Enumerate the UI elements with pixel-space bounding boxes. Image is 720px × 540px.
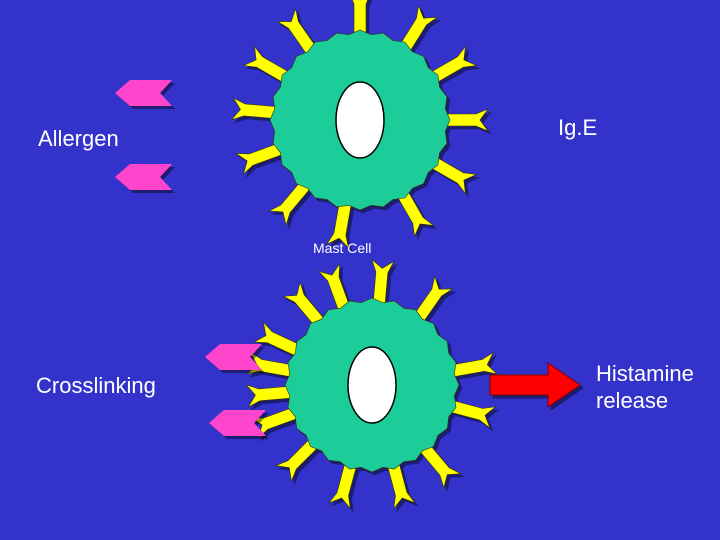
allergen-shape: [115, 80, 172, 106]
ige-label: Ig.E: [558, 115, 598, 140]
cell-nucleus: [335, 81, 385, 159]
allergen-shape: [205, 344, 262, 370]
mast-cell-top: [230, 0, 489, 249]
release-arrow: [489, 362, 581, 408]
crosslinking-label: Crosslinking: [36, 373, 156, 398]
mast-cell-label: Mast Cell: [313, 240, 372, 256]
cell-nucleus: [347, 346, 397, 424]
allergen-shape: [115, 164, 172, 190]
mast-cell-bottom: [245, 258, 498, 510]
allergen-shape: [209, 410, 266, 436]
allergen-label: Allergen: [38, 126, 119, 151]
histamine-release-label: Histamine release: [596, 361, 694, 413]
